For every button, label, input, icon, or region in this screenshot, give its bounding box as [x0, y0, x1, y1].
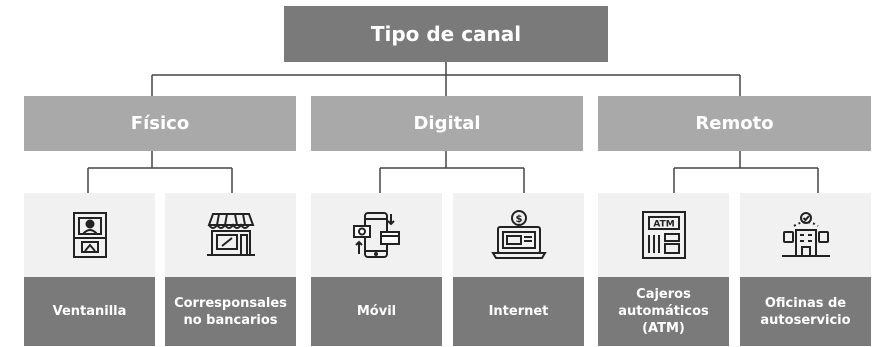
category-digital: Digital [311, 96, 583, 151]
mobile-banking-icon [351, 210, 403, 260]
online-banking-laptop-icon: $ [490, 209, 548, 261]
leaf-internet: $ Internet [453, 193, 584, 346]
storefront-icon [205, 211, 257, 259]
svg-text:ATM: ATM [653, 220, 674, 230]
self-service-office-icon [780, 210, 832, 260]
leaf-movil: Móvil [311, 193, 442, 346]
root-node-tipo-de-canal: Tipo de canal [284, 6, 608, 62]
leaf-label: Móvil [311, 277, 442, 346]
category-remoto: Remoto [598, 96, 871, 151]
leaf-corresponsales-no-bancarios: Corresponsales no bancarios [165, 193, 296, 346]
leaf-label: Oficinas de autoservicio [740, 277, 871, 346]
leaf-ventanilla: Ventanilla [24, 193, 155, 346]
bank-teller-window-icon [68, 210, 112, 260]
category-fisico: Físico [24, 96, 296, 151]
leaf-label: Corresponsales no bancarios [165, 277, 296, 346]
atm-machine-icon: ATM [639, 209, 689, 261]
leaf-label: Cajeros automáticos (ATM) [598, 277, 729, 346]
leaf-label: Internet [453, 277, 584, 346]
svg-text:$: $ [515, 214, 522, 225]
leaf-label: Ventanilla [24, 277, 155, 346]
leaf-cajeros-automaticos: ATM Cajeros automáticos (ATM) [598, 193, 729, 346]
leaf-oficinas-de-autoservicio: Oficinas de autoservicio [740, 193, 871, 346]
